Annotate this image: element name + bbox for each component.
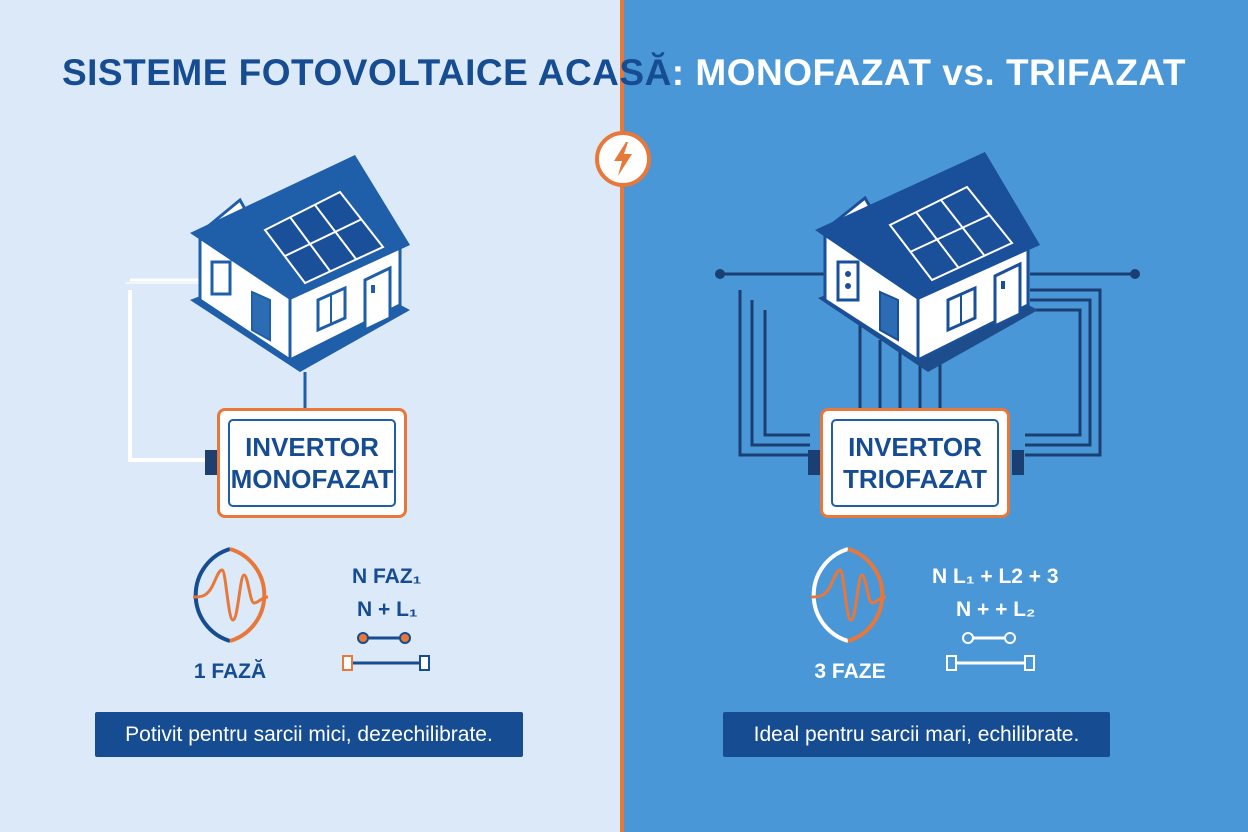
phase-label-right: 3 FAZE <box>814 660 886 683</box>
lightning-bolt-icon <box>594 130 652 188</box>
caption-left: Potivit pentru sarcii mici, dezechilibra… <box>95 712 523 757</box>
connector-icon-right <box>946 632 1035 671</box>
formula-right-2: N + + L₂ <box>956 598 1036 621</box>
inverter-left-line2: MONOFAZAT <box>230 464 394 494</box>
title-right: : MONOFAZAT vs. TRIFAZAT <box>671 52 1187 93</box>
inverter-right-line1: INVERTOR <box>848 432 982 462</box>
formula-left-1: N FAZ₁ <box>352 565 422 588</box>
inverter-monofazat-box: INVERTOR MONOFAZAT <box>217 408 407 518</box>
title-left: SISTEME FOTOVOLTAICE ACASĂ <box>61 52 672 93</box>
inverter-left-line1: INVERTOR <box>245 432 379 462</box>
inverter-right-line2: TRIOFAZAT <box>843 464 987 494</box>
caption-right: Ideal pentru sarcii mari, echilibrate. <box>723 712 1110 757</box>
formula-right-1: N L₁ + L2 + 3 <box>932 565 1059 588</box>
formula-left-2: N + L₁ <box>357 598 418 621</box>
house-solar-icon-right <box>715 152 1140 475</box>
page-title: SISTEME FOTOVOLTAICE ACASĂ: MONOFAZAT vs… <box>0 52 1248 94</box>
connector-icon-left <box>342 632 430 671</box>
sine-wave-icon-right <box>810 547 887 643</box>
phase-label-left: 1 FAZĂ <box>193 660 267 683</box>
house-solar-icon-left <box>125 155 410 475</box>
inverter-trifazat-box: INVERTOR TRIOFAZAT <box>820 408 1010 518</box>
center-divider <box>620 0 624 832</box>
sine-wave-icon-left <box>192 547 269 643</box>
